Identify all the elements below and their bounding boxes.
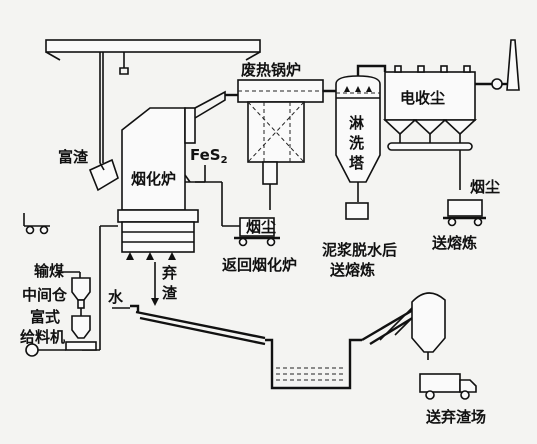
spray-tower xyxy=(335,75,381,183)
dust-label-esp: 烟尘 xyxy=(470,178,500,196)
return-cart xyxy=(234,217,280,247)
coal-feed-label: 输煤 xyxy=(34,262,64,280)
slag-pool xyxy=(265,338,362,390)
granulation-trough xyxy=(130,304,266,346)
slurry-box xyxy=(345,202,369,220)
water-label: 水 xyxy=(108,288,124,306)
discard-slag-label-2: 渣 xyxy=(162,284,178,302)
fuming-furnace xyxy=(117,90,226,260)
spray-tower-label-3: 塔 xyxy=(349,154,365,172)
dust-label-cart: 烟尘 xyxy=(246,218,276,236)
waste-heat-boiler-label: 废热锅炉 xyxy=(241,61,301,79)
slag-truck xyxy=(419,373,477,400)
feeder-label-line1: 富式 xyxy=(30,308,60,326)
empty-cart-left xyxy=(23,213,50,235)
slag-crane-and-bin xyxy=(361,292,446,360)
coal-feed-system xyxy=(25,271,97,357)
esp-label: 电收尘 xyxy=(400,89,445,107)
electrostatic-precipitator xyxy=(382,65,478,151)
send-slag-yard-label: 送弃渣场 xyxy=(425,408,486,426)
dust-cart-esp xyxy=(443,199,486,227)
overhead-crane xyxy=(45,39,261,163)
send-smelting-label: 送熔炼 xyxy=(431,234,477,252)
spray-tower-label-1: 淋 xyxy=(349,114,364,132)
slurry-label-line1: 泥浆脱水后 xyxy=(322,241,397,259)
slurry-label-line2: 送熔炼 xyxy=(329,261,375,279)
fuming-furnace-label: 烟化炉 xyxy=(131,170,176,188)
rich-slag-ladle xyxy=(88,158,119,192)
spray-tower-label-2: 洗 xyxy=(349,134,364,152)
fes2-label: FeS2 xyxy=(190,146,228,166)
rich-slag-label: 富渣 xyxy=(58,148,89,166)
intermediate-bin-label: 中间仓 xyxy=(22,286,68,304)
discard-slag-label-1: 弃 xyxy=(162,264,177,282)
waste-heat-boiler xyxy=(237,79,324,185)
feeder-label-line2: 给料机 xyxy=(20,328,65,346)
return-to-furnace-label: 返回烟化炉 xyxy=(222,256,297,274)
chimney xyxy=(506,39,520,91)
exhaust-fan xyxy=(491,78,503,90)
